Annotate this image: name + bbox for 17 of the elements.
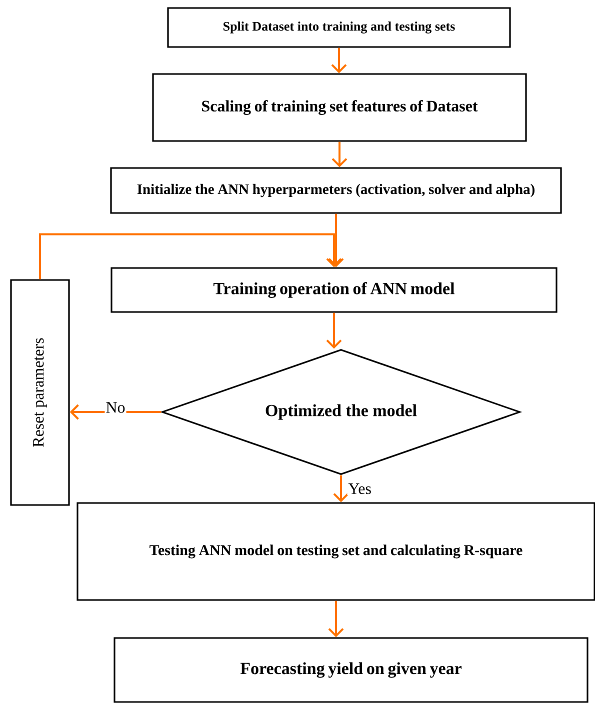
arrow [328, 214, 344, 268]
process-box: Training operation of ANN model [110, 267, 558, 313]
arrow [332, 142, 348, 168]
process-box: Initialize the ANN hyperparmeters (activation, solver and alpha) [110, 167, 562, 214]
edge-label: No [106, 402, 125, 413]
process-box: Testing ANN model on testing set and calculating R-square [76, 502, 595, 601]
arrow [331, 48, 347, 74]
arrow [70, 404, 162, 420]
process-box: Split Dataset into training and testing sets [167, 7, 511, 48]
arrow [326, 312, 342, 349]
arrow [39, 233, 342, 280]
process-box: Reset parameters [10, 279, 70, 506]
process-box: Scaling of training set features of Dataset [152, 73, 527, 142]
process-box: Forecasting yield on given year [114, 637, 588, 703]
edge-label: Yes [348, 483, 371, 494]
arrow [333, 475, 349, 502]
arrow [328, 600, 344, 638]
